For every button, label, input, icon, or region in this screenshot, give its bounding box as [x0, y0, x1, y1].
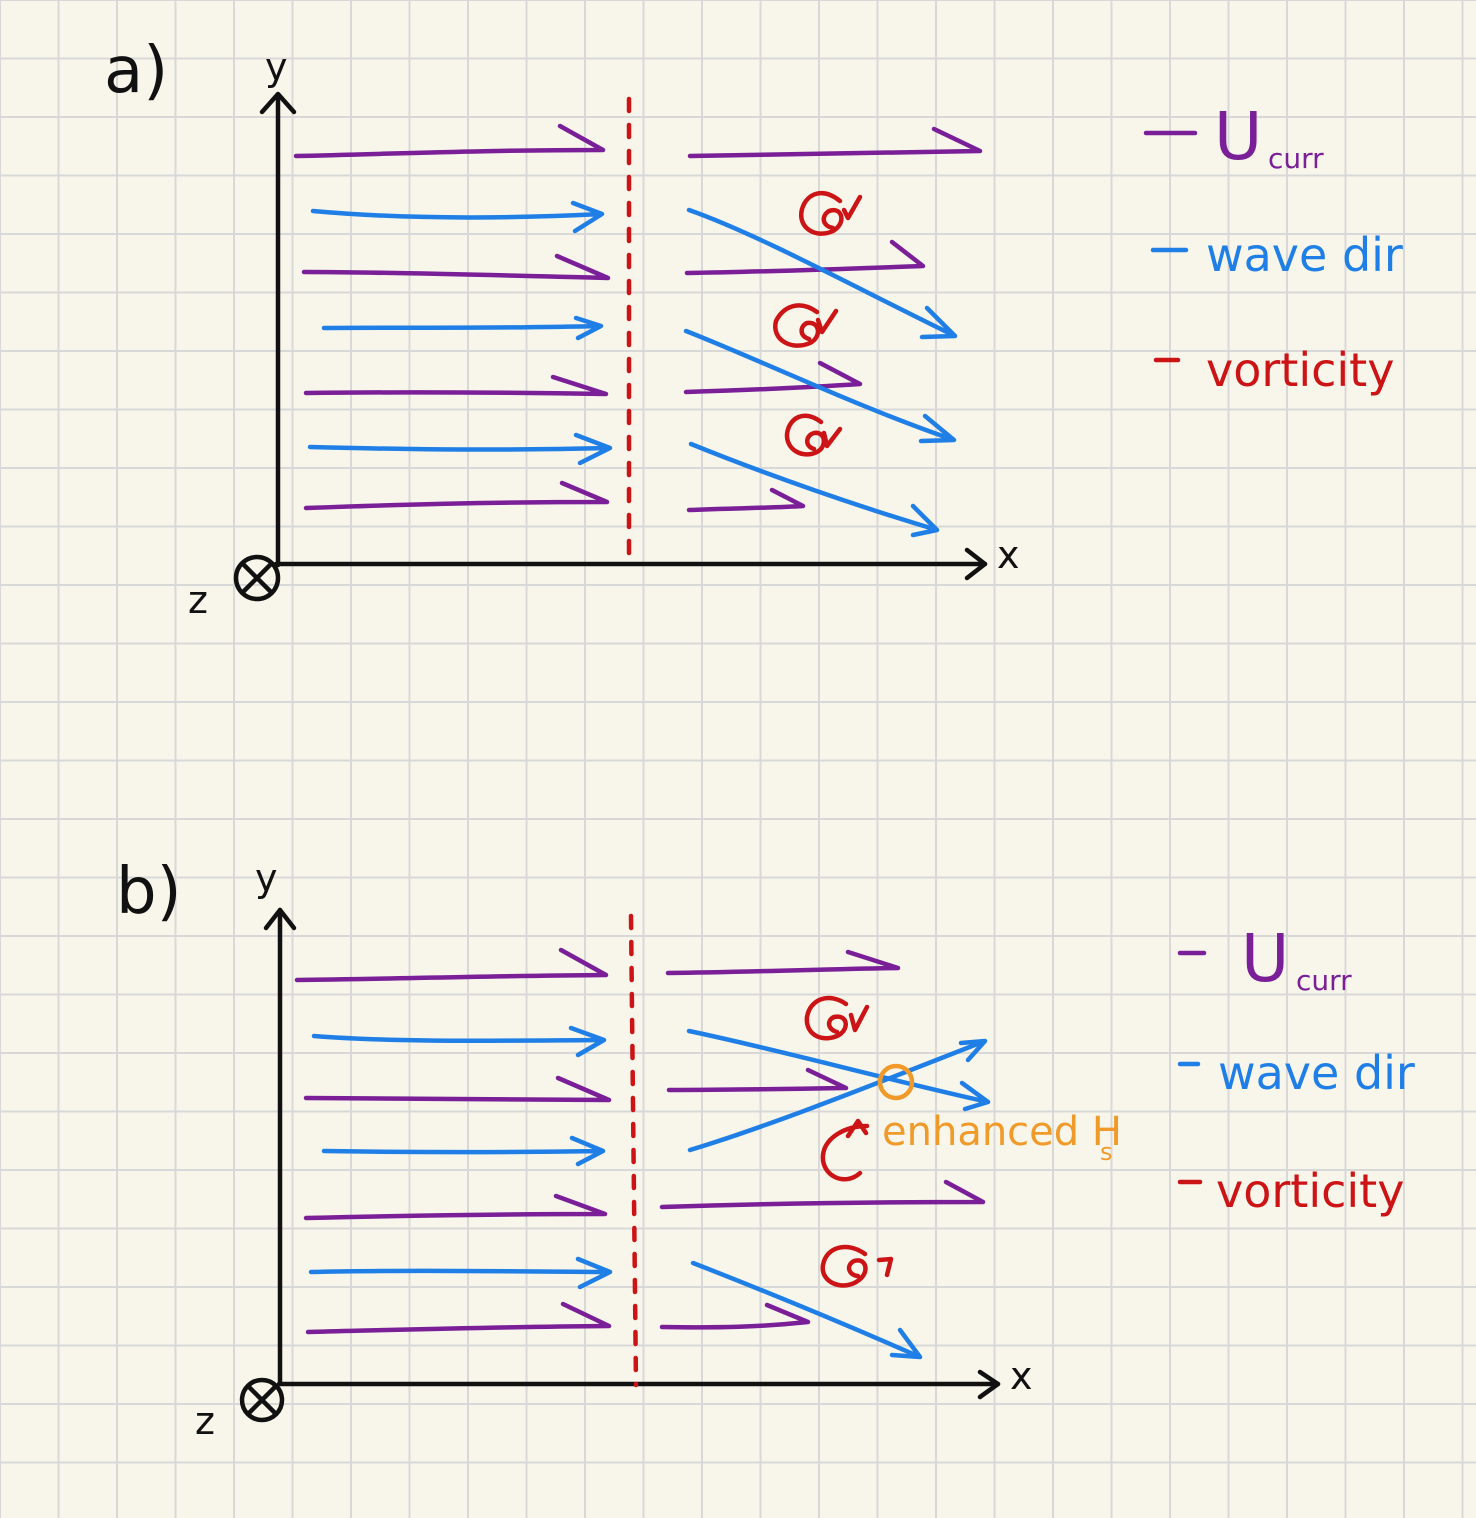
panel-a-incoming-current-arrows — [293, 123, 611, 511]
enhanced-hs-text: enhanced H — [882, 1109, 1122, 1155]
panel-b-x-arrow — [977, 1369, 1001, 1400]
curly-arrow-icon — [784, 413, 843, 457]
panel-b-incoming-wave-arrows — [308, 1025, 613, 1290]
circled-x-icon — [239, 1377, 285, 1423]
panel-a-x-arrow — [964, 547, 988, 581]
legend-wave-text: wave dir — [1218, 1046, 1415, 1100]
panel-b-x-label: x — [1010, 1354, 1033, 1398]
curly-arrow-icon — [773, 303, 839, 348]
panel-b-legend: U curr wave dir vorticity — [1177, 920, 1415, 1218]
legend-current-subscript: curr — [1296, 964, 1352, 997]
legend-current-subscript: curr — [1268, 142, 1324, 175]
panel-a-legend: U curr wave dir vorticity — [1143, 98, 1403, 397]
legend-vorticity-text: vorticity — [1216, 1164, 1404, 1218]
curly-arrow-icon — [798, 190, 863, 236]
panel-b-vorticity-boundary — [628, 913, 639, 1388]
panel-a-z-label: z — [188, 578, 208, 622]
legend-wave-text: wave dir — [1206, 228, 1403, 282]
curly-arrow-icon — [804, 995, 870, 1041]
panel-b-label: b) — [116, 855, 182, 929]
panel-a-y-arrow — [259, 91, 297, 115]
legend-current-text: U — [1241, 920, 1289, 997]
curly-arrow-icon — [820, 1118, 870, 1182]
panel-b-y-arrow — [263, 907, 297, 931]
panel-a-outgoing-current-arrows — [683, 126, 983, 513]
panel-b: b) y x z — [116, 855, 1415, 1443]
panel-b-incoming-current-arrows — [294, 947, 612, 1335]
panel-a-label: a) — [104, 34, 168, 108]
panel-b-outgoing-current-arrows — [659, 949, 986, 1330]
panel-b-z-label: z — [195, 1399, 215, 1443]
legend-current-text: U — [1214, 98, 1262, 175]
panel-a-y-label: y — [265, 45, 288, 89]
enhanced-hs-marker: enhanced H s — [877, 1063, 1122, 1166]
panel-a: a) y x z — [104, 34, 1403, 622]
curly-arrow-icon — [820, 1244, 894, 1288]
enhanced-hs-subscript: s — [1100, 1138, 1113, 1166]
circled-x-icon — [233, 554, 281, 602]
panel-a-x-label: x — [997, 533, 1020, 577]
panel-b-y-label: y — [255, 856, 278, 900]
legend-vorticity-text: vorticity — [1206, 343, 1394, 397]
panel-a-incoming-wave-arrows — [307, 200, 613, 466]
panel-b-refracted-wave-arrows — [686, 1028, 991, 1360]
panel-a-refracted-wave-arrows — [683, 207, 958, 538]
intersection-circle — [877, 1063, 915, 1101]
